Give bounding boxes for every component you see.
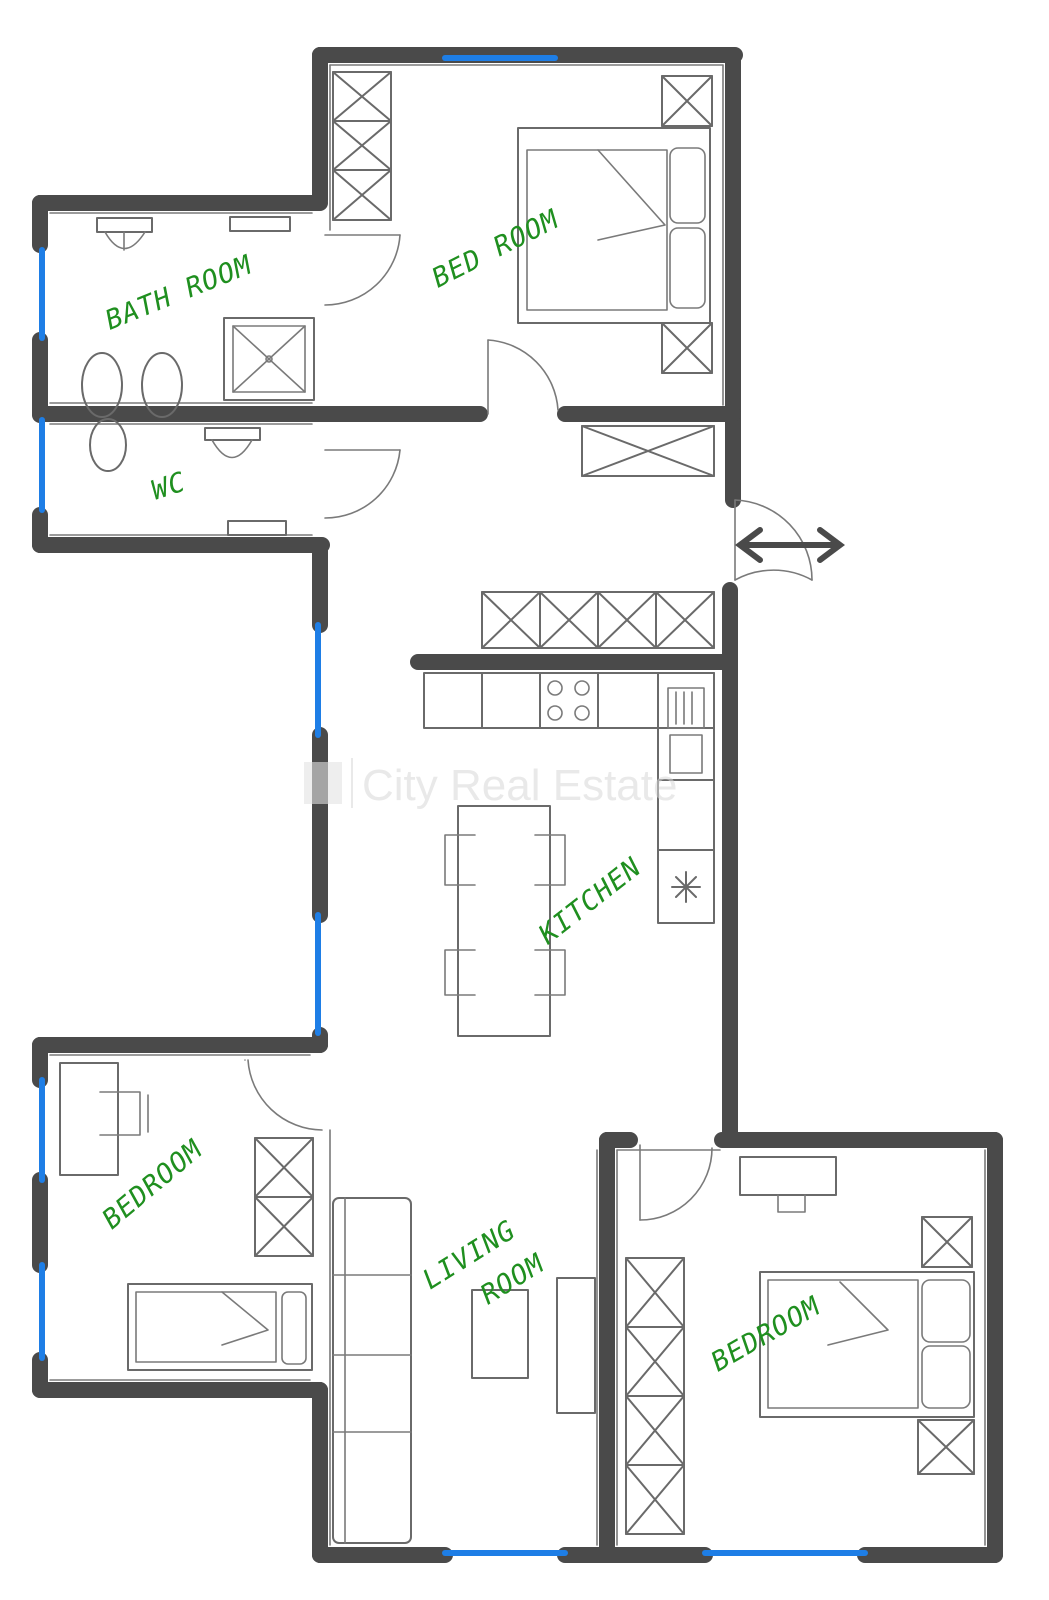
windows	[39, 55, 868, 1556]
shower-tray	[223, 317, 315, 401]
wc-shelf	[227, 520, 287, 536]
label-bedroom-top: BED ROOM	[427, 204, 565, 295]
watermark: City Real Estate	[304, 758, 677, 810]
label-wc: WC	[148, 467, 190, 507]
nightstand-right-top	[921, 1216, 973, 1268]
hob-star-icon	[671, 871, 701, 903]
partition-lines	[49, 64, 986, 1546]
kitchen-upper-cabinets	[481, 591, 715, 649]
nightstand-bottom	[661, 322, 713, 374]
nightstand-top	[661, 75, 713, 127]
toilet	[204, 427, 261, 459]
desk-left-bedroom	[59, 1062, 149, 1176]
kitchen-counter	[423, 672, 715, 924]
double-bed-right	[759, 1271, 975, 1418]
coffee-table	[471, 1289, 529, 1379]
bathroom-shelf	[229, 216, 291, 232]
bath-basins	[81, 352, 183, 472]
label-bedroom-right: BEDROOM	[706, 1290, 827, 1378]
watermark-text: City Real Estate	[362, 761, 677, 810]
label-bedroom-left: BEDROOM	[97, 1133, 210, 1235]
wardrobe-left-bedroom	[254, 1137, 314, 1257]
nightstand-right-bottom	[917, 1419, 975, 1475]
desk-right-bedroom	[739, 1156, 837, 1213]
label-bathroom: BATH ROOM	[101, 249, 257, 336]
stove-icon	[547, 680, 590, 721]
cabinet-corridor	[581, 425, 715, 477]
sink-icon	[667, 687, 705, 774]
single-bed-left	[127, 1283, 313, 1371]
dining-table	[444, 805, 566, 1037]
double-arrow-icon	[735, 527, 845, 563]
tv-unit	[556, 1277, 596, 1414]
wardrobe-top-left	[332, 71, 392, 221]
double-bed-top	[517, 127, 711, 324]
sofa	[332, 1197, 412, 1544]
doors	[244, 234, 813, 1221]
wardrobe-right-bedroom	[625, 1257, 685, 1535]
bathroom-sink	[96, 217, 153, 251]
